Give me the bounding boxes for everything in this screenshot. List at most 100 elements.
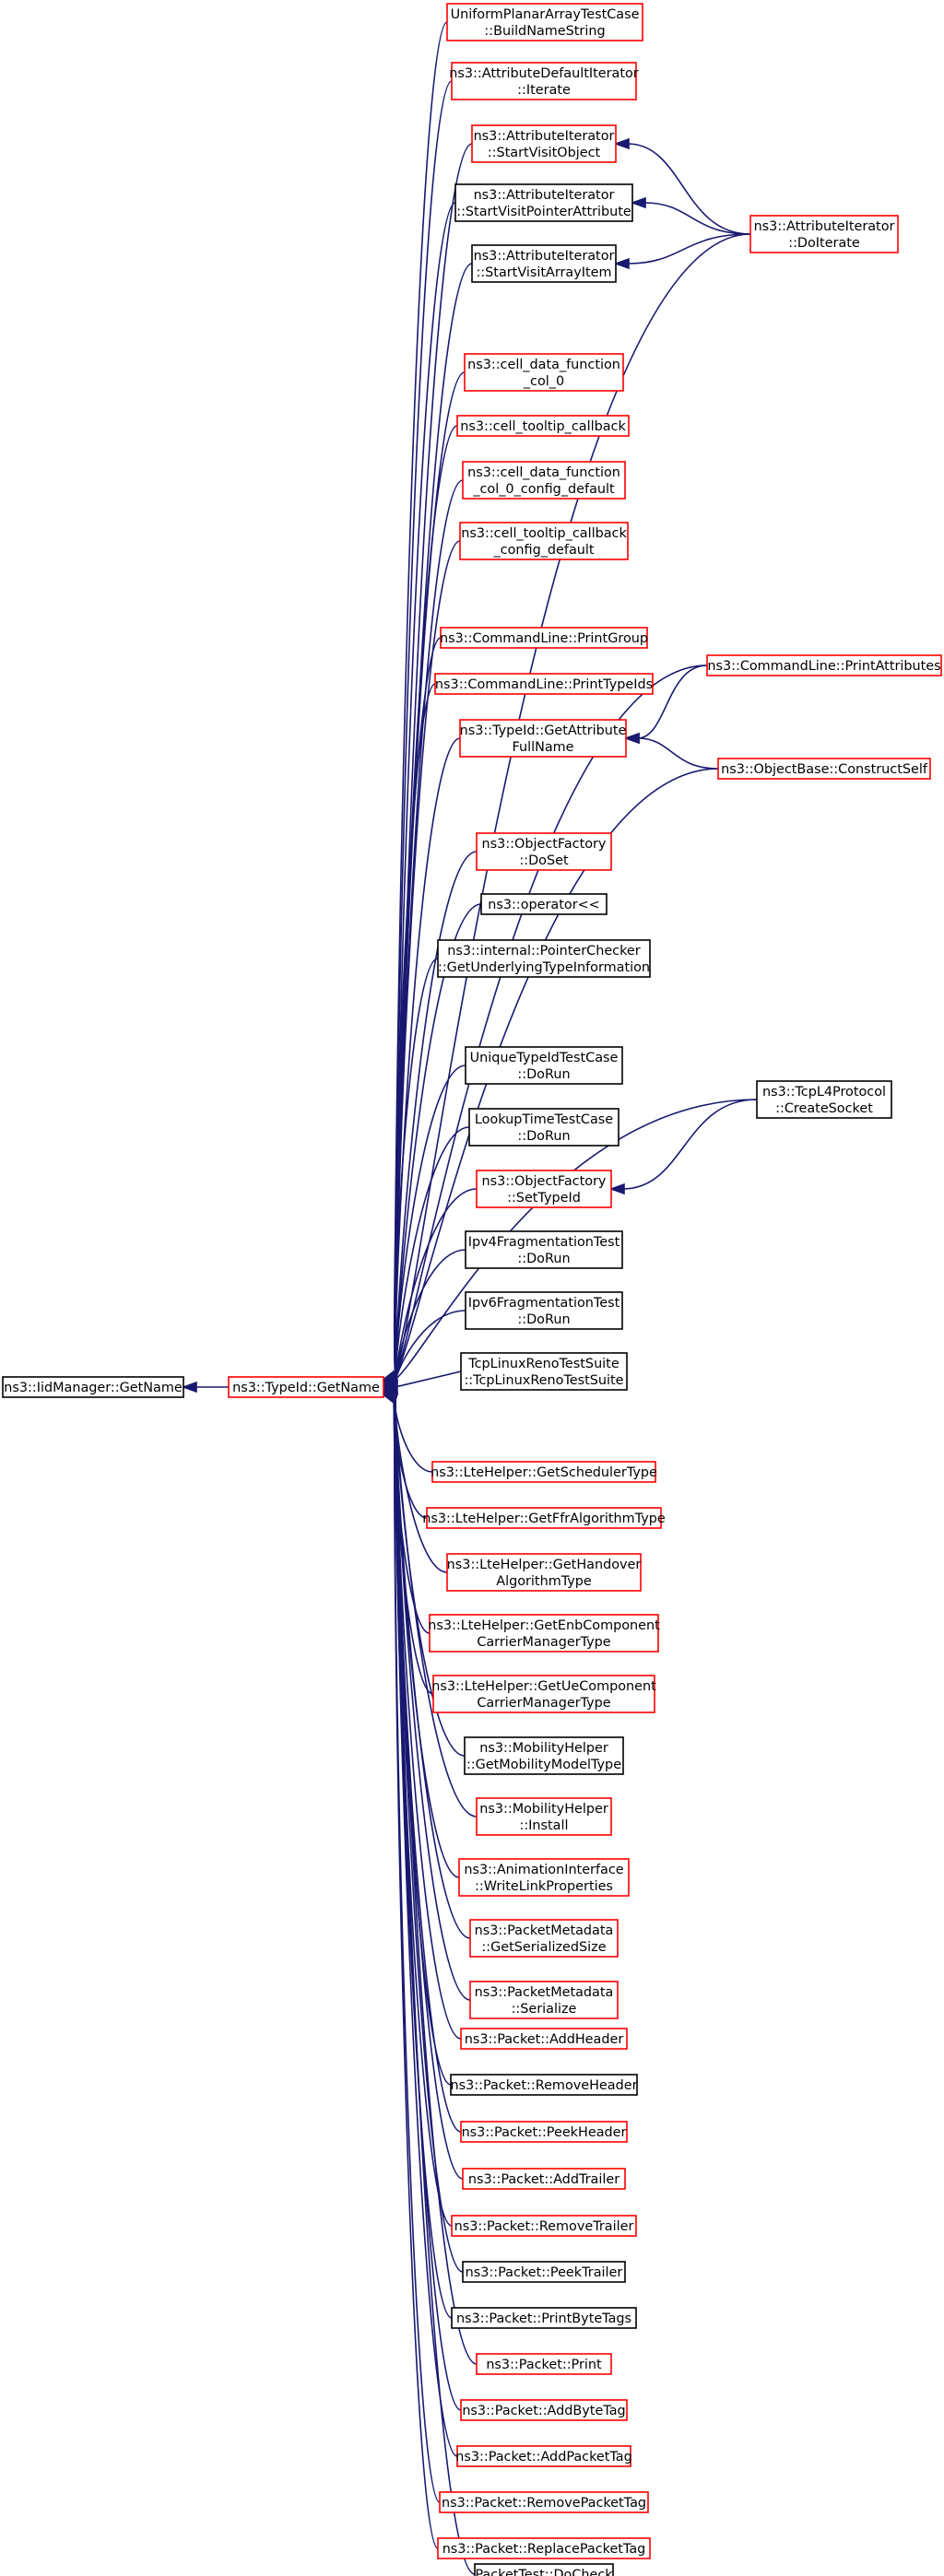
node-box-n11[interactable]: [434, 673, 654, 695]
node-label-n2-line-1: ::Iterate: [517, 83, 571, 98]
node-box-n25[interactable]: [429, 1614, 659, 1653]
node-label-n23-line-0: ns3::LteHelper::GetFfrAlgorithmType: [422, 1511, 666, 1526]
node-box-n23[interactable]: [426, 1507, 662, 1529]
call-edge-n28-to-n_getname: [395, 1396, 478, 1817]
node-label-n2-line-0: ns3::AttributeDefaultIterator: [449, 66, 639, 81]
node-label-n5-line-0: ns3::AttributeIterator: [474, 249, 615, 264]
function-node-n39[interactable]: ns3::Packet::Print: [476, 2353, 612, 2375]
node-box-n_printattr[interactable]: [706, 654, 942, 676]
function-node-n6[interactable]: ns3::cell_data_function_col_0: [464, 353, 624, 392]
node-label-n38-line-0: ns3::Packet::PrintByteTags: [456, 2311, 631, 2326]
node-box-n41[interactable]: [456, 2445, 631, 2467]
node-box-n39[interactable]: [476, 2353, 612, 2375]
node-label-n8-line-0: ns3::cell_data_function: [467, 465, 620, 480]
function-node-n9[interactable]: ns3::cell_tooltip_callback_config_defaul…: [459, 522, 629, 560]
node-label-n6-line-1: _col_0: [523, 374, 564, 389]
function-node-n34[interactable]: ns3::Packet::PeekHeader: [460, 2121, 628, 2143]
node-label-n13-line-0: ns3::ObjectFactory: [482, 837, 607, 852]
function-node-n35[interactable]: ns3::Packet::AddTrailer: [462, 2168, 626, 2190]
node-label-n27-line-0: ns3::MobilityHelper: [479, 1741, 608, 1756]
node-label-n3-line-1: ::StartVisitObject: [488, 146, 601, 160]
function-node-n_construct[interactable]: ns3::ObjectBase::ConstructSelf: [717, 758, 931, 780]
node-label-n14-line-0: ns3::operator<<: [488, 898, 599, 912]
node-box-n34[interactable]: [460, 2121, 628, 2143]
node-box-n31[interactable]: [469, 1981, 619, 2019]
function-node-n2[interactable]: ns3::AttributeDefaultIterator::Iterate: [449, 62, 639, 100]
node-label-n15-line-0: ns3::internal::PointerChecker: [447, 944, 640, 959]
function-node-n1[interactable]: UniformPlanarArrayTestCase::BuildNameStr…: [446, 3, 643, 41]
node-box-n26[interactable]: [432, 1675, 655, 1713]
function-node-n36[interactable]: ns3::Packet::RemoveTrailer: [451, 2215, 637, 2237]
node-box-n_iid: [2, 1376, 184, 1398]
call-edge-n_doit-to-n3: [627, 143, 751, 235]
function-node-n41[interactable]: ns3::Packet::AddPacketTag: [455, 2445, 632, 2467]
node-box-n32[interactable]: [460, 2028, 628, 2050]
node-label-n20-line-1: ::DoRun: [517, 1312, 570, 1327]
call-edge-n20-to-n_getname: [395, 1310, 466, 1383]
node-box-n9[interactable]: [459, 522, 629, 560]
function-node-n11[interactable]: ns3::CommandLine::PrintTypeIds: [434, 673, 654, 695]
function-node-n25[interactable]: ns3::LteHelper::GetEnbComponentCarrierMa…: [428, 1614, 660, 1653]
function-node-n18[interactable]: ns3::ObjectFactory::SetTypeId: [476, 1170, 612, 1208]
node-box-n43[interactable]: [437, 2537, 651, 2559]
function-node-n29[interactable]: ns3::AnimationInterface::WriteLinkProper…: [458, 1858, 630, 1897]
function-node-n22[interactable]: ns3::LteHelper::GetSchedulerType: [431, 1461, 657, 1483]
node-box-n29[interactable]: [458, 1858, 630, 1897]
node-box-n10[interactable]: [440, 627, 648, 649]
arrowhead-n_doit-to-n5: [613, 257, 630, 270]
function-node-n31[interactable]: ns3::PacketMetadata::Serialize: [469, 1981, 619, 2019]
node-label-n44-line-0: PacketTest::DoCheck: [475, 2568, 613, 2576]
function-node-n_getname[interactable]: ns3::TypeId::GetName: [228, 1376, 384, 1398]
node-label-n_tcpl4-line-1: ::CreateSocket: [775, 1101, 873, 1116]
function-node-n_printattr[interactable]: ns3::CommandLine::PrintAttributes: [706, 654, 942, 676]
call-edge-n_doit-to-n4: [643, 202, 751, 235]
node-label-n13-line-1: ::DoSet: [519, 853, 569, 868]
node-box-n35[interactable]: [462, 2168, 626, 2190]
function-node-n43[interactable]: ns3::Packet::ReplacePacketTag: [437, 2537, 651, 2559]
function-node-n42[interactable]: ns3::Packet::RemovePacketTag: [439, 2491, 649, 2513]
function-node-n23[interactable]: ns3::LteHelper::GetFfrAlgorithmType: [422, 1507, 666, 1529]
function-node-n26[interactable]: ns3::LteHelper::GetUeComponentCarrierMan…: [431, 1675, 656, 1713]
function-node-n30[interactable]: ns3::PacketMetadata::GetSerializedSize: [469, 1919, 619, 1958]
node-box-n_construct[interactable]: [717, 758, 931, 780]
node-box-n33: [450, 2074, 638, 2096]
call-edge-n_printattr-to-n12: [637, 665, 708, 739]
node-box-n12[interactable]: [459, 719, 627, 758]
node-box-n40[interactable]: [460, 2399, 628, 2421]
node-box-n7[interactable]: [456, 415, 630, 437]
node-box-n30[interactable]: [469, 1919, 619, 1958]
function-node-n3[interactable]: ns3::AttributeIterator::StartVisitObject: [471, 124, 617, 163]
node-box-n28[interactable]: [476, 1797, 612, 1836]
node-box-n24[interactable]: [446, 1553, 642, 1592]
node-box-n22[interactable]: [431, 1461, 656, 1483]
node-label-n_doit-line-0: ns3::AttributeIterator: [754, 219, 895, 234]
node-box-n_doit[interactable]: [749, 215, 899, 253]
node-box-n2[interactable]: [451, 62, 637, 100]
function-node-n28[interactable]: ns3::MobilityHelper::Install: [476, 1797, 612, 1836]
node-box-n3[interactable]: [471, 124, 617, 163]
function-node-n40[interactable]: ns3::Packet::AddByteTag: [460, 2399, 628, 2421]
function-node-n10[interactable]: ns3::CommandLine::PrintGroup: [440, 627, 648, 649]
node-label-n24-line-1: AlgorithmType: [496, 1574, 592, 1589]
function-node-n13[interactable]: ns3::ObjectFactory::DoSet: [476, 832, 612, 871]
node-label-n1-line-0: UniformPlanarArrayTestCase: [451, 7, 640, 22]
node-box-n36[interactable]: [451, 2215, 637, 2237]
function-node-n32[interactable]: ns3::Packet::AddHeader: [460, 2028, 628, 2050]
node-box-n1[interactable]: [446, 3, 643, 41]
function-node-n44: PacketTest::DoCheck: [474, 2563, 614, 2576]
node-box-n18[interactable]: [476, 1170, 612, 1208]
node-label-n8-line-1: _col_0_config_default: [472, 482, 615, 497]
node-box-n_getname[interactable]: [228, 1376, 384, 1398]
node-box-n42[interactable]: [439, 2491, 649, 2513]
call-edge-n40-to-n_getname: [395, 1396, 462, 2411]
function-node-n8[interactable]: ns3::cell_data_function_col_0_config_def…: [462, 461, 626, 500]
node-box-n6[interactable]: [464, 353, 624, 392]
function-node-n7[interactable]: ns3::cell_tooltip_callback: [456, 415, 630, 437]
function-node-n_doit[interactable]: ns3::AttributeIterator::DoIterate: [749, 215, 899, 253]
call-edge-n19-to-n_getname: [395, 1249, 466, 1382]
call-edge-n_doit-to-n_getname: [395, 233, 751, 1378]
node-box-n8[interactable]: [462, 461, 626, 500]
node-box-n13[interactable]: [476, 832, 612, 871]
